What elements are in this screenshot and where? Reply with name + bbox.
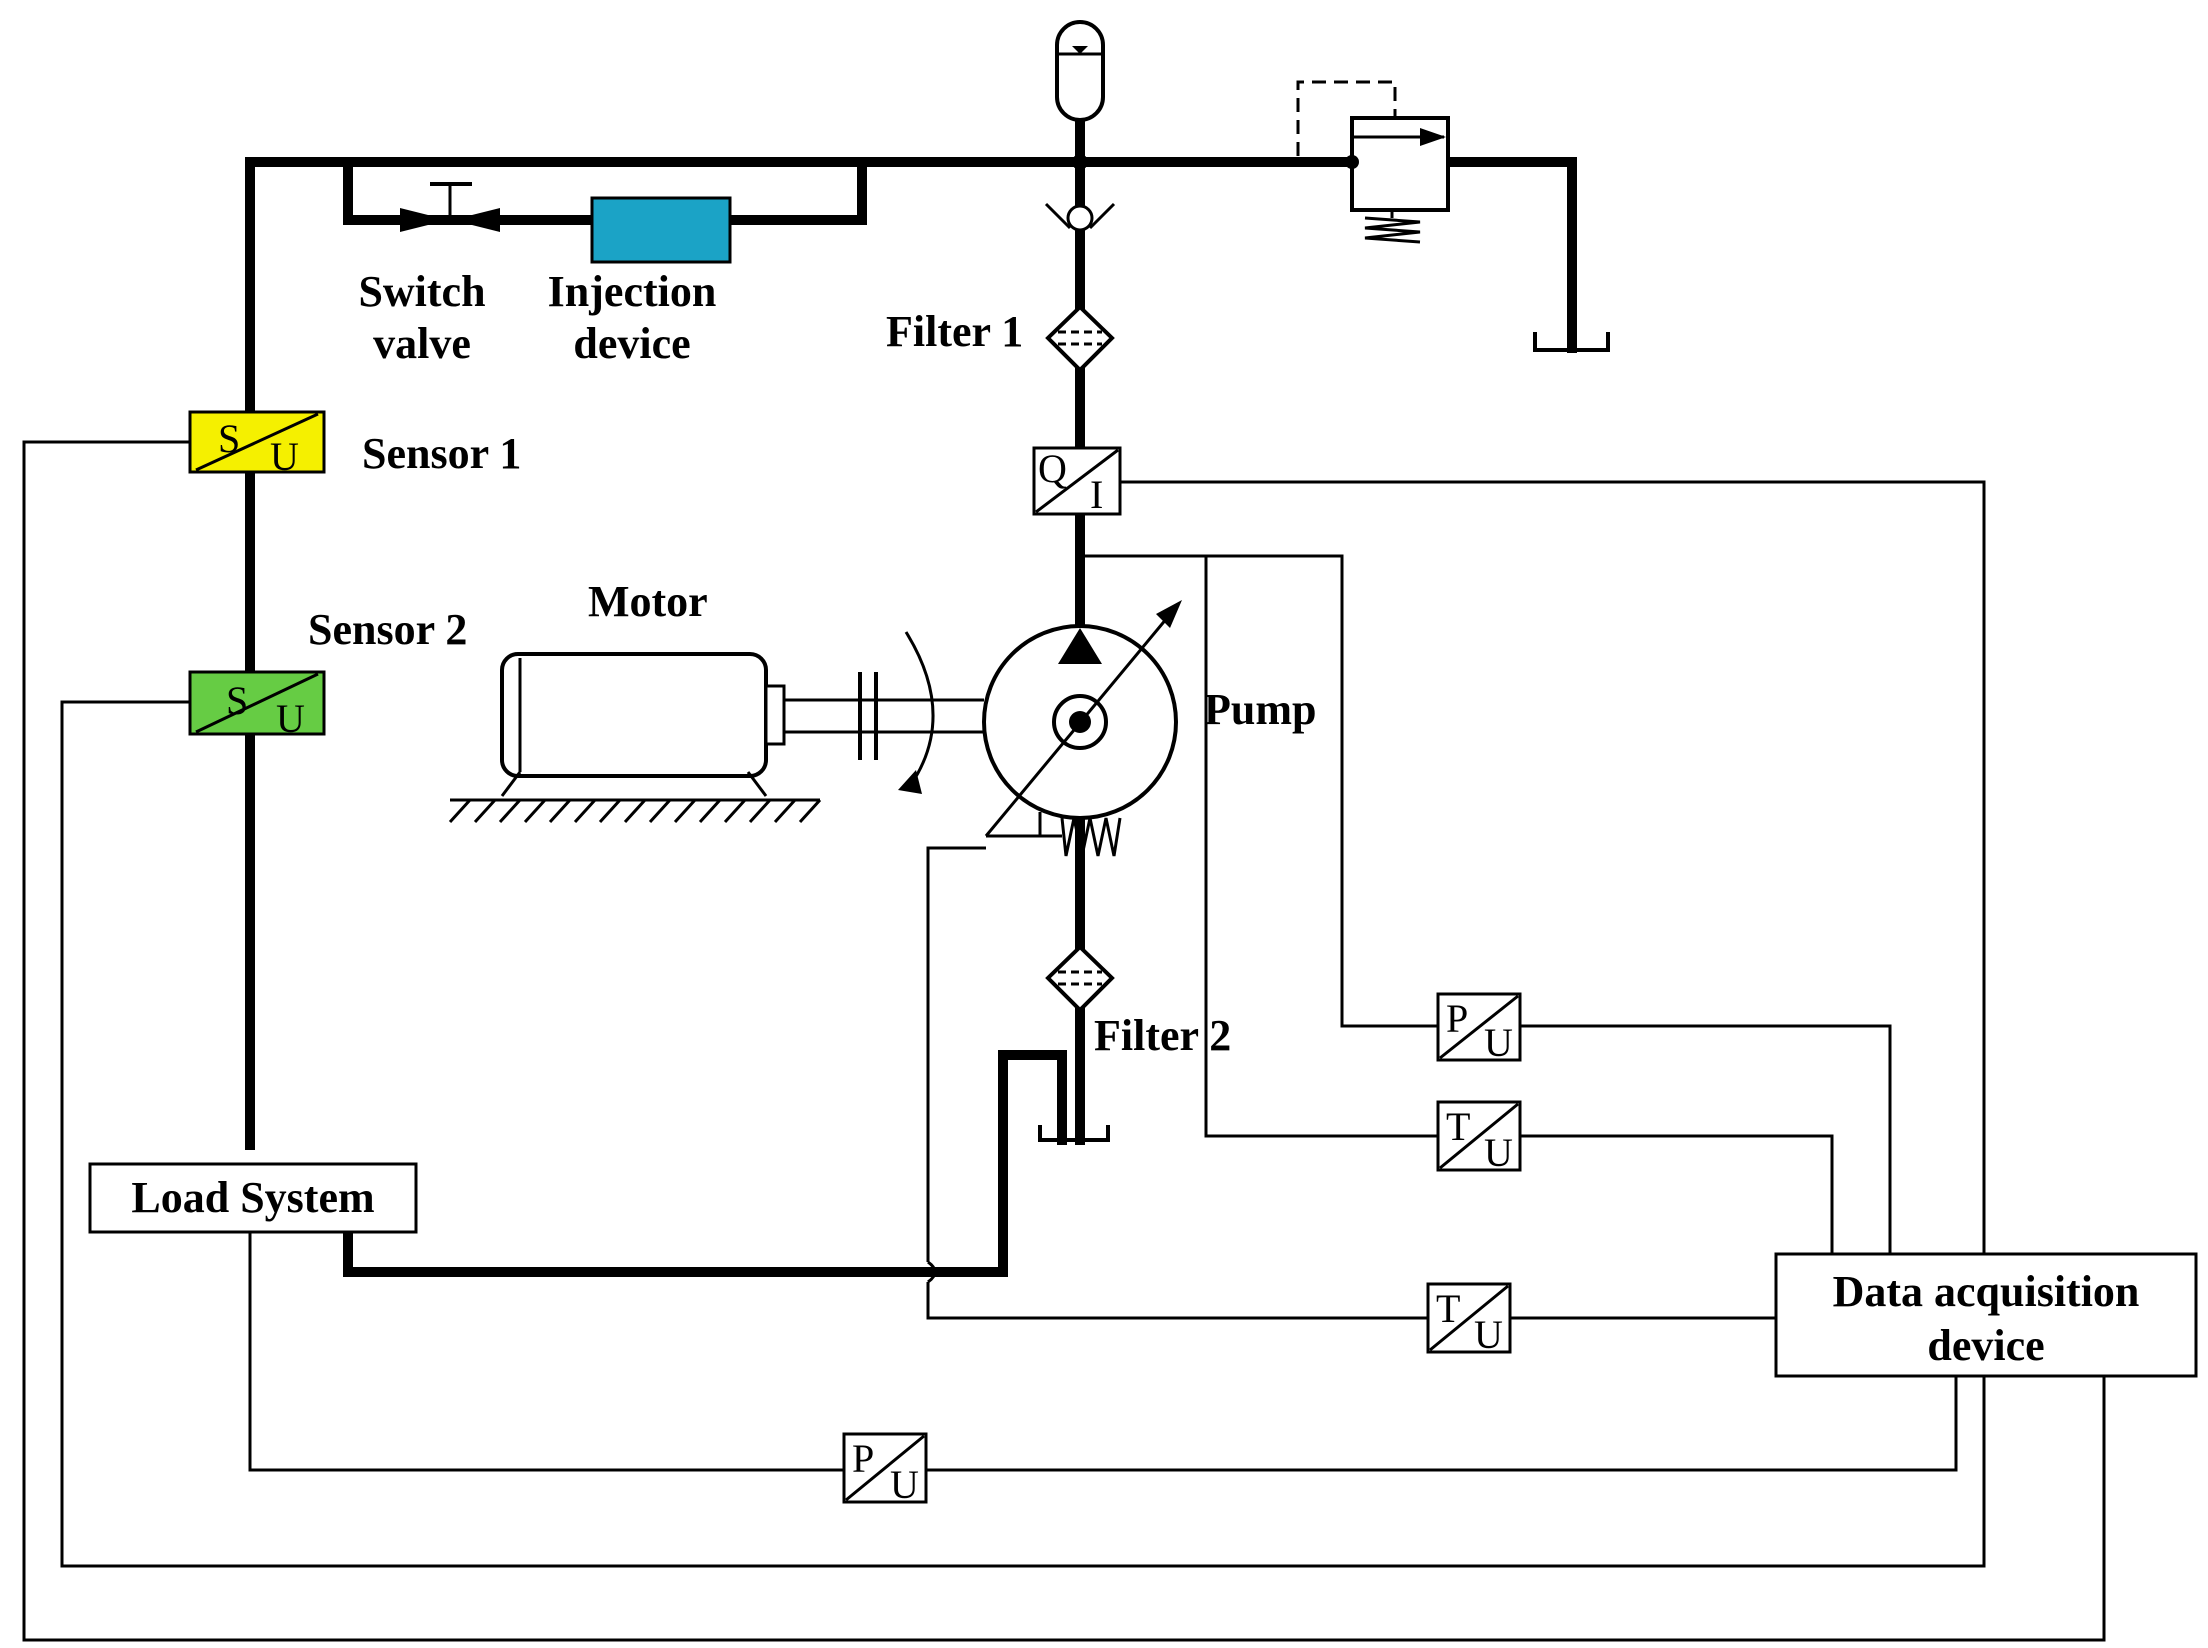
switch-valve-icon [400, 182, 500, 232]
pressure-pump-to-daq [1520, 1024, 1892, 1254]
load-pressure-to-daq [926, 1376, 1958, 1472]
daq-label-line2: device [1927, 1321, 2044, 1370]
injection-device-box [590, 196, 732, 264]
sensor2-signal-line [60, 700, 1986, 1568]
pump-temp-bottom-letter: U [1484, 1130, 1513, 1175]
sensor1-top-letter: S [218, 416, 240, 461]
switch-valve-label-1: Switch [358, 267, 485, 316]
main-pressure-line [245, 157, 1577, 1150]
temp-case-line-lower [926, 1282, 1428, 1320]
sensor1-signal-line [22, 440, 2106, 1642]
flow-transducer: Q I [1032, 446, 1122, 517]
filter-2-icon [1045, 944, 1115, 1013]
filter-2-label: Filter 2 [1094, 1011, 1231, 1060]
temp-pump-to-daq [1520, 1134, 1834, 1254]
variable-pump-icon [982, 600, 1182, 857]
sensor-1-label: Sensor 1 [362, 429, 521, 478]
load-system-label: Load System [131, 1173, 374, 1222]
tank-relief [1533, 332, 1610, 352]
data-acquisition-box [1774, 1252, 2198, 1378]
sensor2-bottom-letter: U [276, 696, 305, 741]
return-line [343, 1050, 1067, 1277]
load-pressure-top-letter: P [852, 1436, 874, 1481]
temp-pump-signal-line [1204, 556, 1438, 1138]
load-pressure-signal-line [248, 1230, 844, 1472]
check-valve-icon [1044, 202, 1116, 232]
case-temperature-transducer: T U [1426, 1282, 1512, 1357]
motor-icon [448, 631, 984, 824]
load-pressure-bottom-letter: U [890, 1462, 919, 1507]
temp-case-crossover [927, 1260, 937, 1284]
temp-case-signal-line [926, 846, 986, 1262]
load-pressure-transducer: P U [842, 1432, 928, 1507]
relief-valve-icon [1296, 80, 1450, 244]
sensor-2-label: Sensor 2 [308, 605, 467, 654]
switch-valve-label-2: valve [373, 319, 471, 368]
case-temp-bottom-letter: U [1474, 1312, 1503, 1357]
flow-bottom-letter: I [1090, 472, 1103, 517]
pump-temperature-transducer: T U [1436, 1100, 1522, 1175]
bypass-line [343, 157, 595, 225]
signal-lines [22, 440, 2106, 1642]
pump-pressure-transducer: P U [1436, 992, 1522, 1065]
injection-label-2: device [573, 319, 690, 368]
filter-1-icon [1045, 304, 1115, 373]
injection-label-1: Injection [548, 267, 717, 316]
pump-temp-top-letter: T [1446, 1104, 1470, 1149]
motor-label: Motor [588, 577, 708, 626]
pump-label: Pump [1204, 685, 1316, 734]
accumulator-icon [1055, 20, 1105, 170]
case-temp-top-letter: T [1436, 1286, 1460, 1331]
bypass-line-right [727, 157, 867, 225]
flow-signal-line [1120, 480, 1986, 1254]
pump-pressure-top-letter: P [1446, 996, 1468, 1041]
sensor2-top-letter: S [226, 678, 248, 723]
pump-pressure-bottom-letter: U [1484, 1020, 1513, 1065]
pressure-pump-signal-line [1080, 554, 1438, 1028]
tank-suction [1038, 1125, 1110, 1142]
sensor-1-transducer: S U [188, 410, 326, 479]
sensor-2-transducer: S U [188, 670, 326, 741]
sensor1-bottom-letter: U [270, 434, 299, 479]
flow-top-letter: Q [1038, 446, 1067, 491]
filter-1-label: Filter 1 [886, 307, 1023, 356]
load-system-box [88, 1162, 418, 1234]
daq-label-line1: Data acquisition [1833, 1267, 2140, 1316]
